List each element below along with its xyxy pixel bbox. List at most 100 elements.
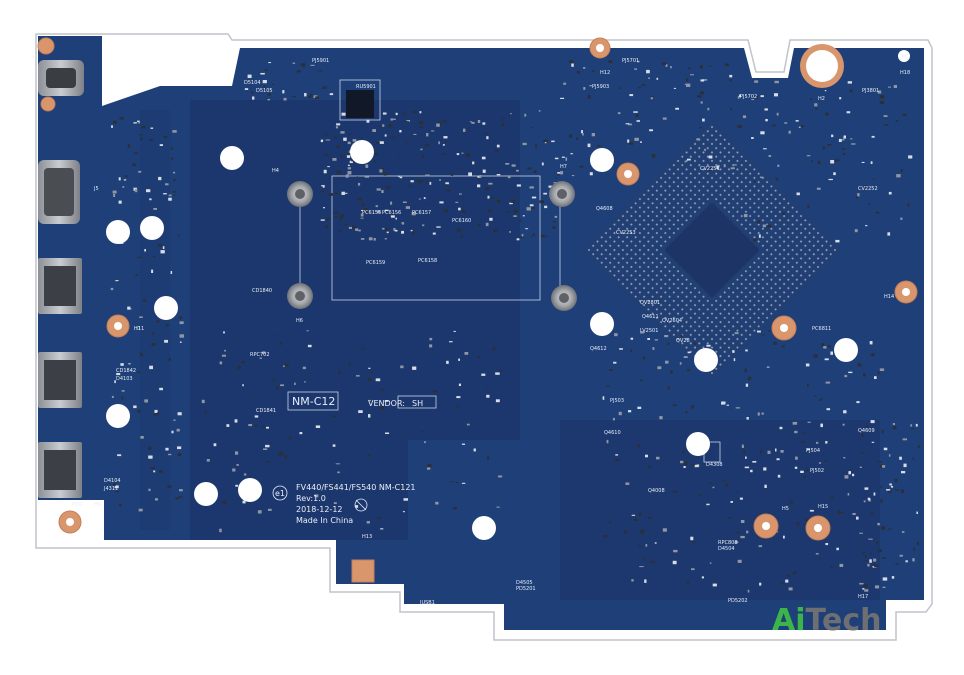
smd-component bbox=[805, 363, 810, 367]
smd-component bbox=[401, 230, 404, 234]
smd-component bbox=[707, 107, 710, 111]
smd-component bbox=[242, 384, 244, 387]
smd-component bbox=[541, 162, 544, 166]
smd-component bbox=[501, 118, 504, 121]
smd-component bbox=[913, 547, 916, 551]
smd-component bbox=[425, 174, 430, 177]
smd-component bbox=[662, 62, 667, 65]
smd-component bbox=[911, 428, 915, 430]
smd-component bbox=[837, 510, 841, 514]
smd-component bbox=[173, 171, 176, 174]
component-designator-q4008: Q4008 bbox=[648, 488, 665, 494]
smd-component bbox=[400, 365, 404, 369]
smd-component bbox=[522, 215, 525, 217]
component-designator-q4610: Q4610 bbox=[604, 430, 621, 436]
smd-component bbox=[775, 177, 779, 181]
smd-component bbox=[683, 356, 688, 358]
smd-component bbox=[896, 174, 901, 178]
smd-component bbox=[627, 139, 630, 143]
smd-component bbox=[260, 72, 265, 75]
smd-component bbox=[825, 112, 829, 116]
smd-component bbox=[880, 526, 886, 530]
smd-component bbox=[516, 184, 521, 187]
smd-component bbox=[132, 163, 136, 167]
smd-component bbox=[356, 176, 359, 178]
smd-component bbox=[437, 122, 442, 125]
smd-component bbox=[259, 357, 262, 359]
smd-component bbox=[825, 441, 828, 444]
component-designator-pj503: PJ503 bbox=[610, 398, 624, 404]
smd-component bbox=[648, 516, 652, 519]
smd-component bbox=[557, 173, 560, 176]
smd-component bbox=[734, 332, 739, 335]
smd-component bbox=[637, 444, 641, 448]
smd-component bbox=[135, 274, 139, 276]
smd-component bbox=[882, 577, 888, 581]
smd-component bbox=[379, 169, 383, 173]
smd-component bbox=[341, 191, 345, 195]
smd-component bbox=[173, 194, 176, 196]
component-designator-pj5903: PJ5903 bbox=[592, 84, 609, 90]
smd-component bbox=[795, 120, 799, 122]
smd-component bbox=[513, 209, 518, 213]
smd-component bbox=[338, 371, 341, 375]
smd-component bbox=[163, 193, 167, 195]
smd-component bbox=[706, 503, 710, 506]
smd-component bbox=[700, 79, 705, 82]
smd-component bbox=[144, 399, 148, 403]
smd-component bbox=[871, 511, 874, 515]
smd-component bbox=[691, 568, 695, 571]
smd-component bbox=[844, 475, 849, 479]
smd-component bbox=[443, 136, 448, 139]
smd-component bbox=[645, 454, 648, 458]
smd-component bbox=[916, 542, 919, 545]
smd-component bbox=[878, 549, 882, 552]
smd-component bbox=[403, 112, 406, 116]
smd-component bbox=[442, 119, 447, 123]
hole-designator-h9: H9 bbox=[94, 502, 101, 508]
smd-component bbox=[461, 482, 466, 484]
smd-component bbox=[134, 152, 138, 154]
smd-component bbox=[438, 141, 440, 145]
smd-component bbox=[153, 255, 156, 258]
smd-component bbox=[516, 169, 519, 172]
smd-component bbox=[511, 200, 515, 203]
smd-component bbox=[735, 407, 740, 409]
component-designators: PJ5901RU5901PJ5701PJ5903PJ5702PJ3801D510… bbox=[93, 58, 879, 606]
smd-component bbox=[736, 531, 740, 534]
smd-component bbox=[333, 212, 339, 214]
smd-component bbox=[640, 379, 643, 382]
smd-component bbox=[381, 388, 384, 392]
smd-component bbox=[789, 501, 793, 504]
smd-component bbox=[179, 334, 184, 338]
smd-component bbox=[302, 366, 306, 370]
smd-component bbox=[899, 456, 902, 460]
smd-component bbox=[459, 193, 462, 195]
smd-component bbox=[733, 358, 736, 362]
smd-component bbox=[760, 95, 764, 98]
usb-a-port-2 bbox=[38, 352, 82, 408]
smd-component bbox=[201, 399, 205, 404]
smd-component bbox=[801, 125, 804, 128]
smd-component bbox=[871, 353, 875, 357]
smd-component bbox=[426, 181, 428, 184]
smd-component bbox=[730, 501, 733, 503]
smd-component bbox=[292, 62, 296, 64]
smd-component bbox=[420, 431, 424, 432]
smd-component bbox=[144, 249, 146, 252]
component-designator-pc6158: PC6158 bbox=[418, 258, 437, 264]
smd-component bbox=[560, 171, 564, 175]
smd-component bbox=[706, 344, 711, 347]
smd-component bbox=[687, 369, 691, 372]
smd-component bbox=[472, 161, 475, 165]
smd-component bbox=[539, 200, 545, 204]
smd-component bbox=[721, 480, 726, 482]
smd-component bbox=[847, 81, 852, 84]
smd-component bbox=[336, 145, 340, 148]
smd-component bbox=[461, 235, 464, 239]
smd-component bbox=[690, 536, 694, 541]
component-designator-pd5201: PD5201 bbox=[516, 586, 536, 592]
smd-component bbox=[346, 155, 351, 158]
